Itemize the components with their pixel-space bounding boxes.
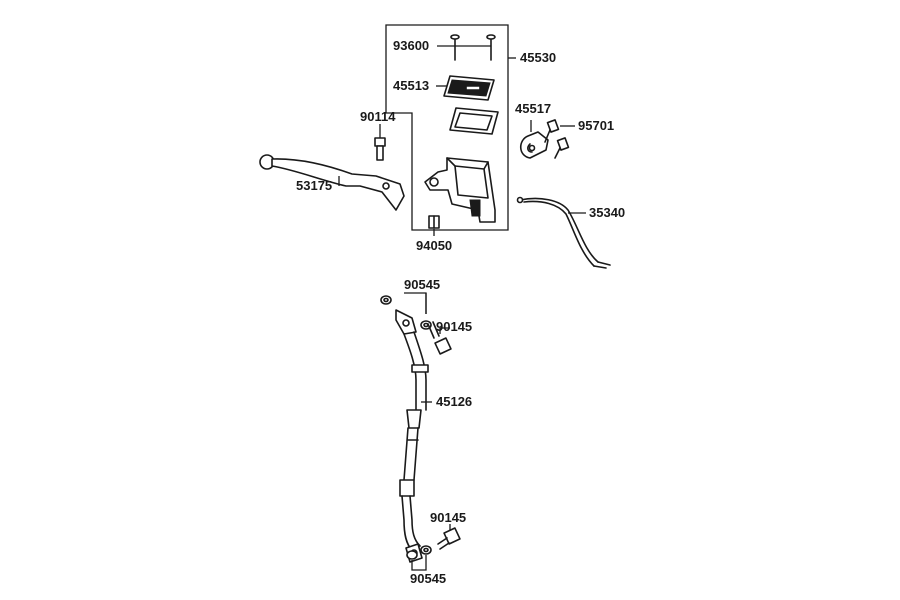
- label-90114: 90114: [360, 109, 396, 124]
- brake-switch-wire-35340: [516, 196, 611, 269]
- clamp-45517: [519, 131, 549, 159]
- label-95701: 95701: [578, 118, 614, 133]
- banjo-bolt-90145-bottom: [437, 527, 461, 550]
- bolt-95701-upper: [544, 119, 560, 143]
- screw-93600-left: [450, 34, 460, 61]
- nut-94050: [428, 215, 440, 229]
- label-45513: 45513: [393, 78, 429, 93]
- pivot-bolt-90114: [374, 137, 386, 161]
- master-cylinder-group-outline: [385, 24, 509, 231]
- reservoir-cap-45513: [443, 75, 495, 101]
- bolt-95701-lower: [554, 137, 570, 159]
- label-35340: 35340: [589, 205, 625, 220]
- master-cylinder-body: [424, 157, 496, 223]
- brake-hose-45126: [395, 309, 429, 563]
- screw-93600-right: [486, 34, 496, 61]
- reservoir-diaphragm: [449, 107, 499, 135]
- label-90145-top: 90145: [436, 319, 472, 334]
- label-90145-bottom: 90145: [430, 510, 466, 525]
- washer-90545-bottom-right: [420, 545, 432, 555]
- label-94050: 94050: [416, 238, 452, 253]
- label-45126: 45126: [436, 394, 472, 409]
- label-90545-bottom: 90545: [410, 571, 446, 586]
- label-53175: 53175: [296, 178, 332, 193]
- label-45530: 45530: [520, 50, 556, 65]
- brake-lever-53175: [259, 154, 405, 211]
- banjo-bolt-90145-top: [427, 321, 452, 355]
- label-90545-top: 90545: [404, 277, 440, 292]
- label-93600: 93600: [393, 38, 429, 53]
- washer-90545-bottom-left: [406, 550, 418, 560]
- label-45517: 45517: [515, 101, 551, 116]
- washer-90545-top-left: [380, 295, 392, 305]
